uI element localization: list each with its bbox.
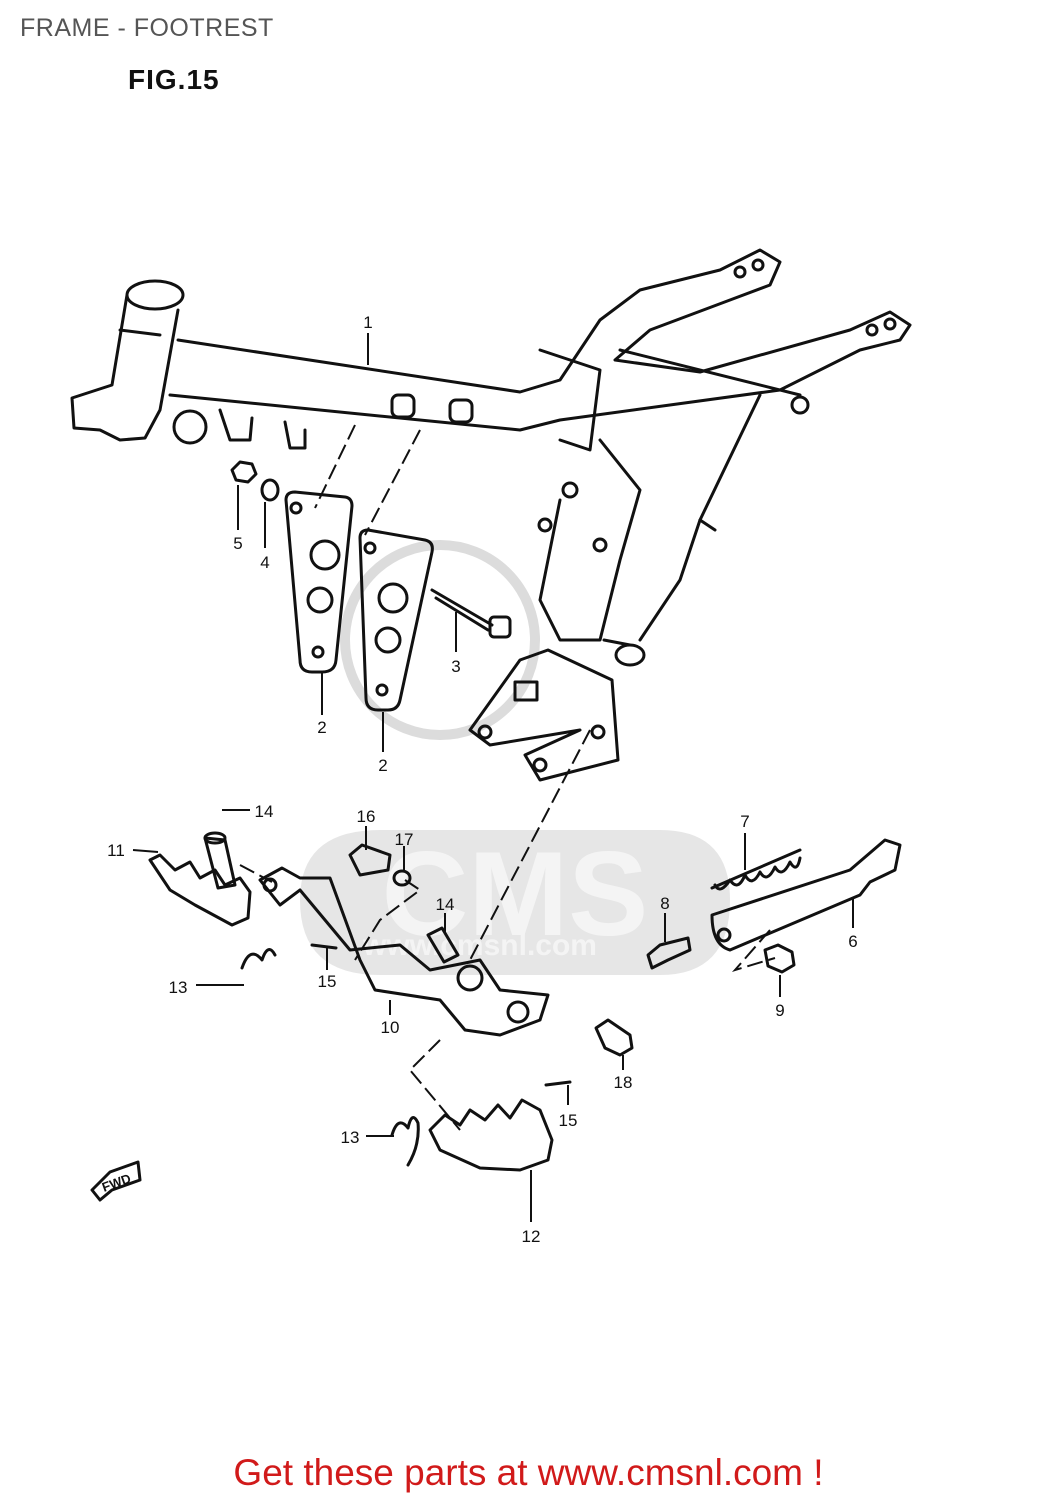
callout-11: 11: [107, 841, 125, 860]
callout-4: 4: [260, 553, 269, 572]
guide-line: [731, 929, 776, 972]
callout-14: 14: [255, 802, 274, 821]
callout-13-second: 13: [341, 1128, 360, 1147]
nut-9: [763, 943, 796, 974]
bolt-8: [646, 936, 692, 970]
pin-14-second: [426, 926, 460, 964]
guide-line: [408, 1039, 461, 1131]
page-title: FRAME - FOOTREST: [20, 14, 274, 42]
nut-5: [230, 460, 258, 484]
guide-line: [364, 429, 421, 536]
bracket-plate-left: [284, 490, 354, 674]
callout-17: 17: [395, 830, 414, 849]
watermark: [300, 540, 730, 975]
washer-17: [392, 869, 412, 887]
callout-2: 2: [317, 718, 326, 737]
footrest-12: [428, 1098, 554, 1172]
callout-9: 9: [775, 1001, 784, 1020]
callout-7: 7: [740, 812, 749, 831]
guide-line: [314, 424, 356, 509]
callout-15-second: 15: [559, 1111, 578, 1130]
cotter-pin-15: [310, 943, 338, 950]
pin-14: [203, 836, 237, 890]
callout-2-second: 2: [378, 756, 387, 775]
fwd-arrow-icon: [90, 1160, 142, 1202]
callout-6: 6: [848, 932, 857, 951]
callout-16: 16: [357, 807, 376, 826]
guide-line: [239, 864, 273, 883]
callout-18: 18: [614, 1073, 633, 1092]
callout-1: 1: [363, 313, 372, 332]
spring-13: [240, 948, 277, 970]
callout-8: 8: [660, 894, 669, 913]
callout-15: 15: [318, 972, 337, 991]
bolt-18: [594, 1018, 634, 1057]
guide-line: [354, 879, 422, 961]
frame-part: [70, 248, 912, 782]
footrest-bracket-10: [258, 866, 550, 1037]
side-stand-6: [710, 838, 902, 952]
washer-4: [260, 478, 280, 502]
bolt-16: [348, 843, 392, 877]
cotter-pin-15-second: [544, 1080, 572, 1087]
spring-7: [713, 856, 802, 891]
callout-13: 13: [169, 978, 188, 997]
footer-link-text[interactable]: Get these parts at www.cmsnl.com !: [233, 1452, 824, 1493]
callout-5: 5: [233, 534, 242, 553]
watermark-text: CMS: [382, 827, 649, 961]
footrest-11: [148, 853, 252, 927]
bolt-3: [430, 588, 494, 632]
fwd-label: FWD: [100, 1171, 133, 1195]
callout-12: 12: [522, 1227, 541, 1246]
spring-13-second: [390, 1116, 420, 1167]
callout-10: 10: [381, 1018, 400, 1037]
callout-3: 3: [451, 657, 460, 676]
figure-label: FIG.15: [128, 64, 220, 95]
bracket-plate-right: [358, 528, 434, 712]
callout-14-second: 14: [436, 895, 455, 914]
